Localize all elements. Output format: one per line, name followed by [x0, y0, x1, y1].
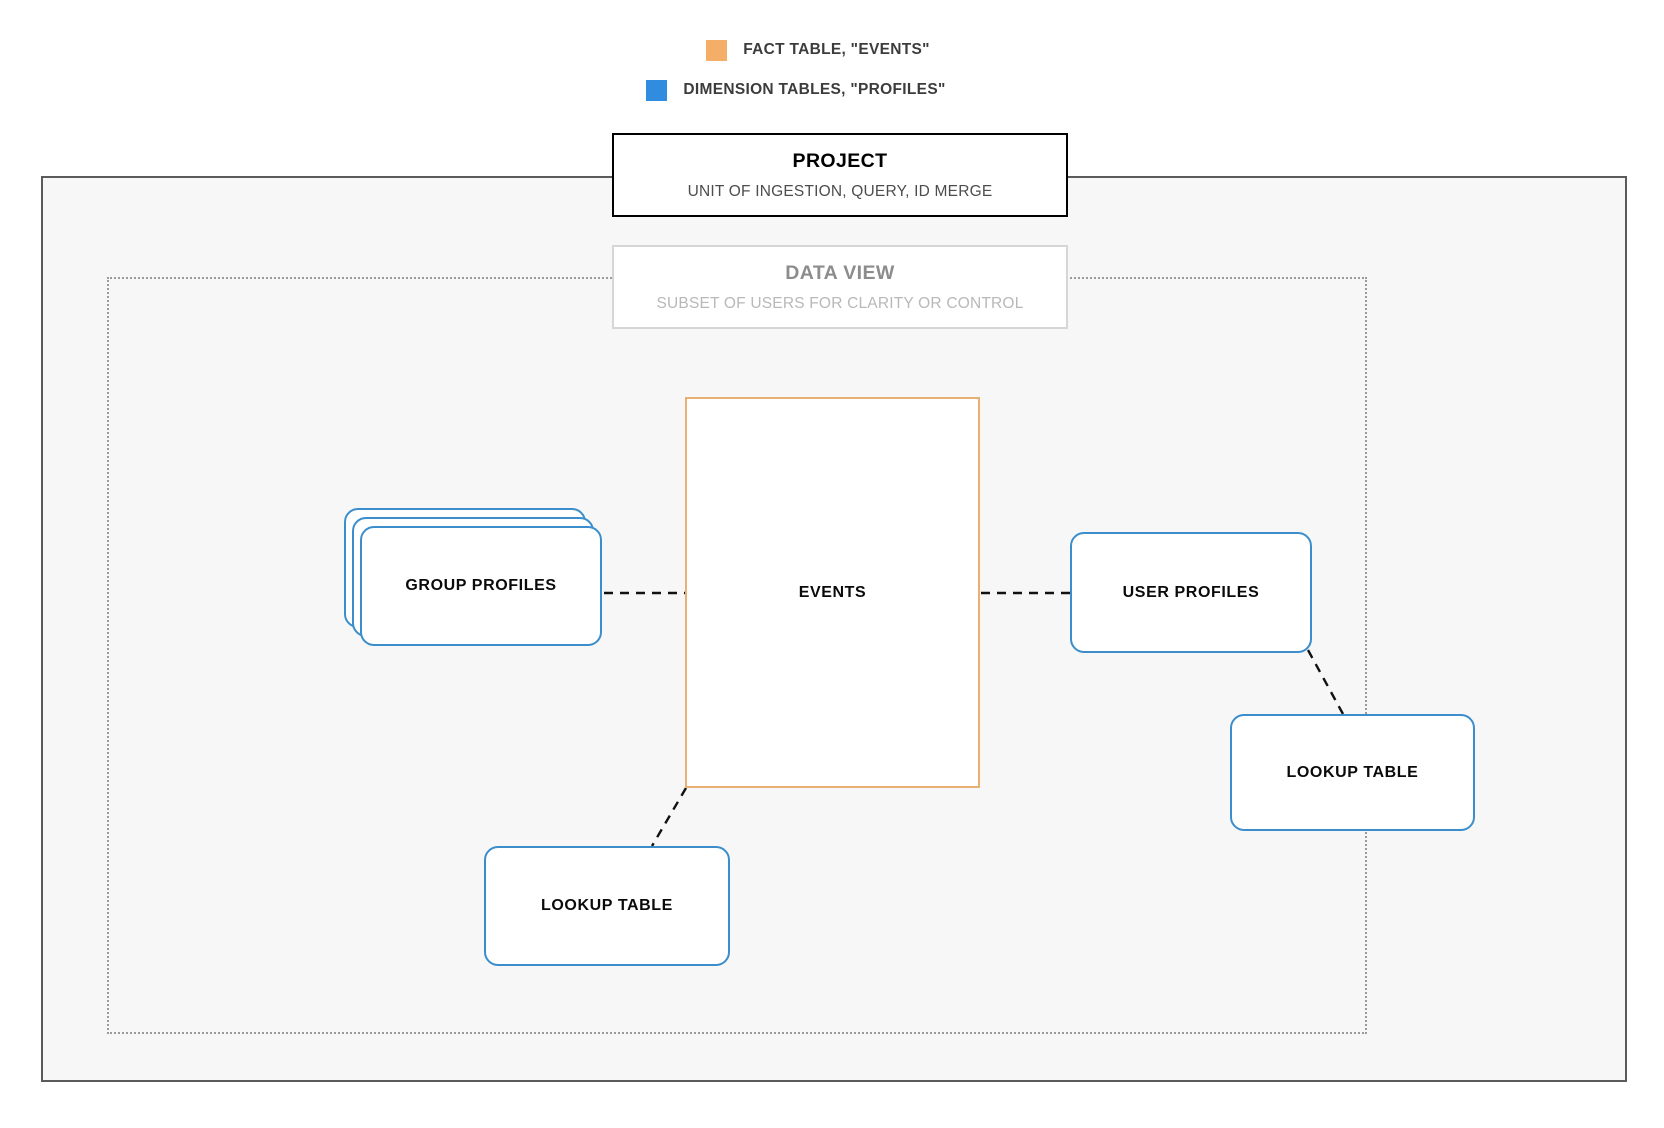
legend-label-dimension-tables: DIMENSION TABLES, "PROFILES" — [683, 81, 946, 98]
project-card: PROJECT UNIT OF INGESTION, QUERY, ID MER… — [612, 133, 1068, 217]
legend: FACT TABLE, "EVENTS" DIMENSION TABLES, "… — [0, 30, 1664, 110]
legend-item-dimension-tables: DIMENSION TABLES, "PROFILES" — [0, 70, 1664, 110]
legend-item-fact-table: FACT TABLE, "EVENTS" — [0, 30, 1664, 70]
node-lookup-table-right-label: LOOKUP TABLE — [1286, 763, 1419, 781]
node-lookup-table-left-label: LOOKUP TABLE — [541, 897, 673, 914]
node-user-profiles-label: USER PROFILES — [1122, 583, 1260, 601]
project-subtitle: UNIT OF INGESTION, QUERY, ID MERGE — [687, 182, 993, 200]
data-view-card: DATA VIEW SUBSET OF USERS FOR CLARITY OR… — [612, 245, 1068, 329]
node-events[interactable]: EVENTS — [685, 397, 980, 788]
data-view-subtitle: SUBSET OF USERS FOR CLARITY OR CONTROL — [656, 294, 1024, 312]
node-lookup-table-left[interactable]: LOOKUP TABLE — [484, 846, 730, 966]
blue-swatch — [646, 79, 668, 101]
node-group-profiles[interactable]: GROUP PROFILES — [344, 508, 602, 646]
legend-label-fact-table: FACT TABLE, "EVENTS" — [743, 41, 930, 58]
node-group-profiles-label: GROUP PROFILES — [405, 577, 557, 594]
node-user-profiles[interactable]: USER PROFILES — [1070, 532, 1312, 653]
project-title: PROJECT — [792, 150, 888, 173]
group-profiles-sheet-front: GROUP PROFILES — [360, 526, 602, 646]
node-lookup-table-right[interactable]: LOOKUP TABLE — [1230, 714, 1475, 831]
data-view-title: DATA VIEW — [785, 262, 895, 285]
orange-swatch — [706, 39, 728, 61]
node-events-label: EVENTS — [798, 583, 867, 601]
